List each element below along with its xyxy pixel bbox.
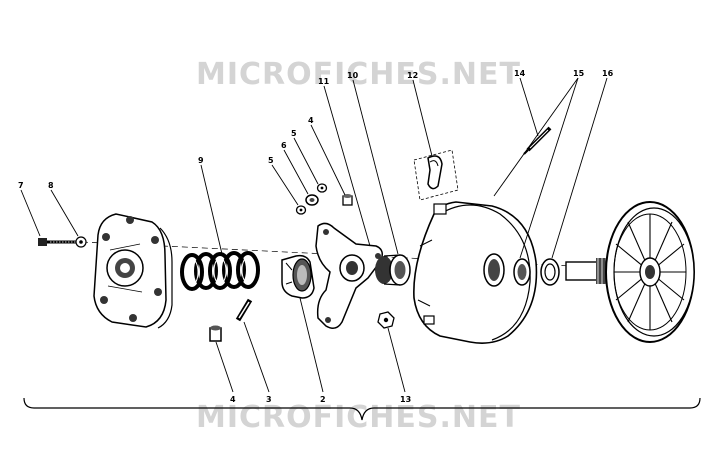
bushing: [209, 325, 222, 342]
callout-15: 15: [573, 69, 585, 78]
slider-shoe: [413, 149, 459, 201]
fixed-sheave: [413, 201, 538, 344]
washer-5-small: [295, 205, 307, 215]
watermark-bottom: MICROFICHES.NET: [196, 400, 521, 435]
callout-14: 14: [514, 69, 526, 78]
assembly-bracket: [23, 397, 701, 421]
watermark-top: MICROFICHES.NET: [196, 57, 521, 92]
callout-12: 12: [407, 71, 418, 80]
bushing-4-top: [342, 194, 353, 206]
leader-lines: [20, 77, 608, 393]
callout-16: 16: [602, 69, 614, 78]
washer: [75, 236, 87, 248]
callout-2: 2: [320, 395, 326, 404]
bushing-15: [513, 258, 531, 286]
callout-8: 8: [48, 181, 54, 190]
callout-6: 6: [281, 141, 287, 150]
callout-labels: 7 8 9 5 6 5 4 11 10 12 14 15 16 4 3 2 13: [18, 69, 614, 404]
callout-9: 9: [198, 156, 204, 165]
callout-4-lower: 4: [230, 395, 236, 404]
drive-shaft: [565, 258, 610, 284]
roller-6: [305, 194, 319, 206]
pin: [235, 298, 253, 322]
cover-plate: [93, 213, 173, 329]
spoked-wheel: [605, 201, 695, 343]
callout-5: 5: [268, 156, 274, 165]
spider-sheave: [315, 222, 383, 329]
callout-4-upper: 4: [308, 116, 314, 125]
callout-13: 13: [400, 395, 411, 404]
callout-3: 3: [266, 395, 272, 404]
callout-5-upper: 5: [291, 129, 297, 138]
spring: [180, 251, 260, 291]
callout-11: 11: [318, 77, 330, 86]
nut: [377, 311, 395, 329]
washer-5: [316, 183, 328, 193]
bushing-sleeve: [375, 254, 411, 286]
washer-16: [540, 258, 560, 286]
spider-hub: [281, 254, 315, 299]
bolt: [38, 238, 78, 246]
callout-7: 7: [18, 181, 24, 190]
callout-10: 10: [347, 71, 359, 80]
